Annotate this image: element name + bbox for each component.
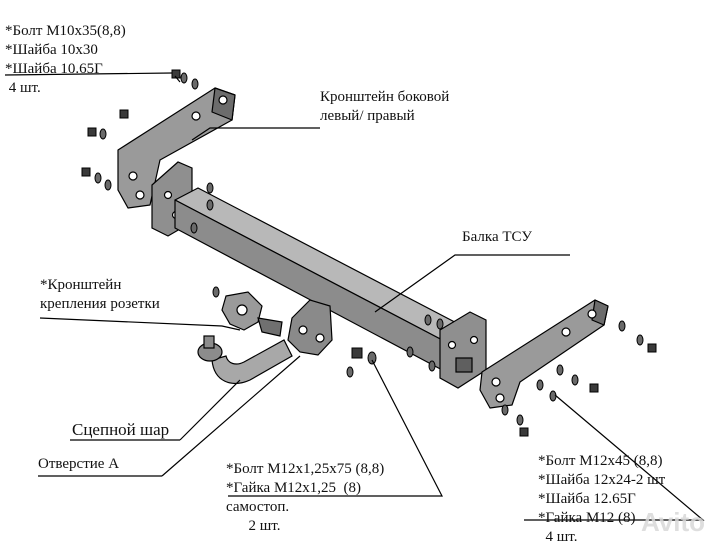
label-ball: Сцепной шар xyxy=(72,420,170,439)
label-bottom-right-line-1: *Болт М12х45 (8,8) xyxy=(538,453,663,469)
label-bottom-center-line-1: *Болт М12х1,25х75 (8,8) xyxy=(226,461,385,477)
label-bottom-right-line-2: *Шайба 12х24-2 шт xyxy=(538,472,666,488)
label-side-bracket-line-1: Кронштейн боковой xyxy=(320,89,450,105)
label-bottom-right-hardware: *Болт М12х45 (8,8) *Шайба 12х24-2 шт *Ша… xyxy=(538,452,665,547)
label-hole: Отверстие А xyxy=(38,456,120,472)
label-top-left-line-4: 4 шт. xyxy=(5,80,41,96)
label-top-left-line-3: *Шайба 10.65Г xyxy=(5,61,103,77)
label-bottom-center-line-3: самостоп. xyxy=(226,499,290,515)
socket-bracket xyxy=(221,291,283,337)
right-side-bracket xyxy=(479,299,609,409)
label-socket-bracket-line-1: *Кронштейн xyxy=(40,277,122,293)
label-bottom-center-line-2: *Гайка М12х1,25 (8) xyxy=(226,480,362,496)
label-bottom-right-line-3: *Шайба 12.65Г xyxy=(538,491,636,507)
beam-right-plate xyxy=(439,311,487,389)
ball-mount-plate xyxy=(287,299,333,356)
label-bottom-right-line-4: *Гайка М12 (8) xyxy=(538,510,636,526)
watermark: Avito xyxy=(640,507,705,537)
label-side-bracket-line-2: левый/ правый xyxy=(320,108,415,124)
label-bottom-center-line-4: 2 шт. xyxy=(226,518,281,534)
label-socket-bracket: *Кронштейн крепления розетки xyxy=(40,276,160,314)
label-bottom-center-hardware: *Болт М12х1,25х75 (8,8) *Гайка М12х1,25 … xyxy=(226,460,384,536)
leader-lines xyxy=(4,72,705,521)
label-top-left-line-1: *Болт М10х35(8,8) xyxy=(5,23,126,39)
label-beam: Балка ТСУ xyxy=(462,229,532,245)
left-side-bracket xyxy=(117,87,236,209)
label-socket-bracket-line-2: крепления розетки xyxy=(40,296,160,312)
label-side-bracket: Кронштейн боковой левый/ правый xyxy=(320,88,449,126)
tow-ball xyxy=(197,335,293,384)
label-top-left-hardware: *Болт М10х35(8,8) *Шайба 10х30 *Шайба 10… xyxy=(5,22,126,98)
label-top-left-line-2: *Шайба 10х30 xyxy=(5,42,98,58)
hardware xyxy=(81,69,657,437)
